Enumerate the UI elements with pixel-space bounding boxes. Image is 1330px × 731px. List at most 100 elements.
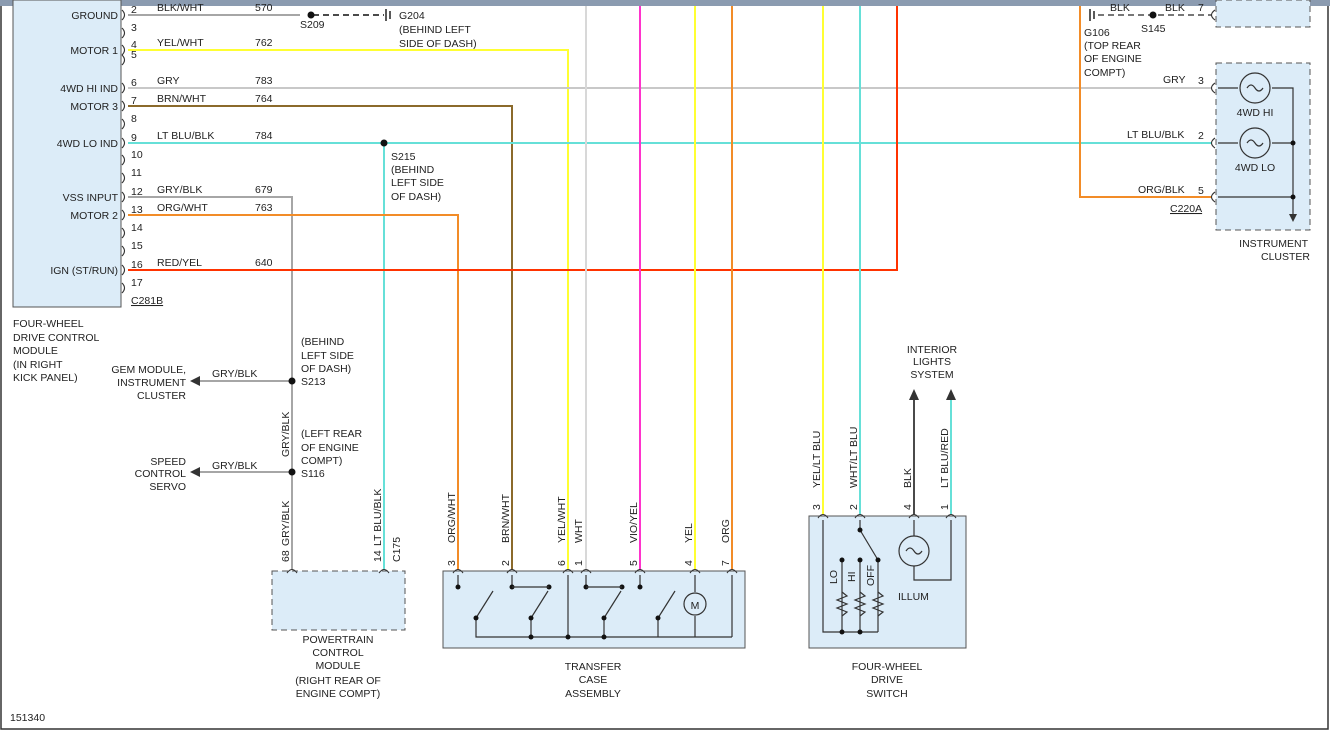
svg-text:ASSEMBLY: ASSEMBLY [565,688,621,700]
pin-connector-mark [452,568,464,574]
pin-number: 6 [131,77,137,89]
svg-text:INSTRUMENT: INSTRUMENT [117,377,186,389]
splice-s145 [1149,11,1157,19]
wires [128,6,1212,570]
pin-connector-mark [121,282,126,294]
pin-number: 11 [131,167,142,179]
pin-number: 10 [131,149,143,161]
pin-circuit-number: 762 [255,37,273,49]
pin-number: 2 [131,4,137,16]
pin-function-label: MOTOR 2 [70,210,118,222]
interior-lights-label: INTERIOR LIGHTS SYSTEM [907,344,958,381]
svg-text:YEL/WHT: YEL/WHT [556,496,568,543]
transfer-case-pin-labels: 3 ORG/WHT 2 BRN/WHT 6 YEL/WHT 1 WHT 5 VI… [446,492,732,566]
svg-text:LIGHTS: LIGHTS [913,356,951,368]
pin-number: 14 [131,222,143,234]
pin-connector-mark [1210,9,1216,21]
pin-function-label: 4WD LO IND [57,138,119,150]
pin-number: 4 [131,39,137,51]
pin-connector-mark [121,118,126,130]
label-speed-wire: GRY/BLK [212,460,257,472]
pin-connector-mark [121,44,126,56]
pin-number: 8 [131,113,137,125]
pin-number: 17 [131,277,143,289]
svg-text:3: 3 [446,560,458,566]
lamp-lo-filament [1246,139,1264,147]
pin-connector-mark [689,568,701,574]
pin-connector-mark [1210,191,1216,203]
pin-number: 5 [131,49,137,61]
arrow-interior-ltblu [946,389,956,400]
pin-connector-mark [378,568,390,574]
svg-text:SIDE OF DASH): SIDE OF DASH) [399,38,477,50]
svg-text:INTERIOR: INTERIOR [907,344,958,356]
label-s213-note: (BEHIND LEFT SIDE OF DASH) [301,336,354,375]
fwd-switch-name: FOUR-WHEEL DRIVE SWITCH [852,661,923,700]
pin-wire-color: BLK/WHT [157,2,204,14]
svg-text:OF DASH): OF DASH) [301,363,351,375]
svg-text:DRIVE CONTROL: DRIVE CONTROL [13,332,100,344]
label-s145: S145 [1141,23,1166,35]
module-pin-11: 11 [121,167,142,184]
switch-pos-off: OFF [865,565,877,586]
pin-function-label: IGN (ST/RUN) [50,265,118,277]
pcm-name: POWERTRAIN CONTROL MODULE (RIGHT REAR OF… [295,634,381,700]
pin-connector-mark [121,154,126,166]
svg-text:FOUR-WHEEL: FOUR-WHEEL [852,661,923,673]
pin-connector-mark [506,568,518,574]
pin-connector-mark [121,82,126,94]
pin-circuit-number: 784 [255,130,273,142]
svg-text:CASE: CASE [579,674,608,686]
splice-s116 [288,468,296,476]
pin-connector-mark [1210,137,1216,149]
pin-number: 7 [131,95,137,107]
svg-text:(BEHIND: (BEHIND [301,336,345,348]
svg-text:CLUSTER: CLUSTER [1261,251,1310,263]
pin-connector-mark [121,172,126,184]
svg-text:BLK: BLK [902,468,914,488]
transfer-case-dots [455,584,661,640]
pin-wire-color: GRY/BLK [157,184,202,196]
pin-connector-mark [121,54,126,66]
svg-text:1: 1 [573,560,585,566]
pin-connector-mark [580,568,592,574]
pin-circuit-number: 640 [255,257,273,269]
svg-text:OF ENGINE: OF ENGINE [1084,53,1142,65]
svg-text:INSTRUMENT: INSTRUMENT [1239,238,1308,250]
svg-text:GEM MODULE,: GEM MODULE, [111,364,186,376]
illum-filament [905,547,923,555]
svg-text:OF DASH): OF DASH) [391,191,441,203]
pin-connector-mark [121,227,126,239]
cluster-pin2-num: 2 [1198,130,1204,142]
pin-circuit-number: 763 [255,202,273,214]
pin-circuit-number: 679 [255,184,273,196]
illum-label: ILLUM [898,591,929,603]
svg-text:G204: G204 [399,10,425,22]
cluster-ltblu-color: LT BLU/BLK [1127,129,1184,141]
module-pin-5: 5 [121,49,137,66]
pin-circuit-number: 783 [255,75,273,87]
wire-ign [128,6,898,271]
svg-text:MODULE: MODULE [13,345,58,357]
ground-symbol-g106 [1089,9,1095,21]
cluster-pin3-num: 3 [1198,75,1204,87]
pin-wire-color: GRY [157,75,180,87]
svg-text:SERVO: SERVO [149,481,186,493]
pcm-pin14-num: 14 [372,550,384,562]
connector-marks [286,9,1216,574]
svg-text:S215: S215 [391,151,416,163]
pin-number: 13 [131,204,143,216]
pin-connector-mark [726,568,738,574]
transfer-case-name: TRANSFER CASE ASSEMBLY [565,661,622,700]
motor-icon [683,592,707,616]
pin-wire-color: LT BLU/BLK [157,130,214,142]
label-cluster-ground-color: BLK [1110,2,1130,14]
pin-connector-mark [121,264,126,276]
label-s215: S215 (BEHIND LEFT SIDE OF DASH) [391,151,444,203]
svg-text:ENGINE COMPT): ENGINE COMPT) [296,688,381,700]
